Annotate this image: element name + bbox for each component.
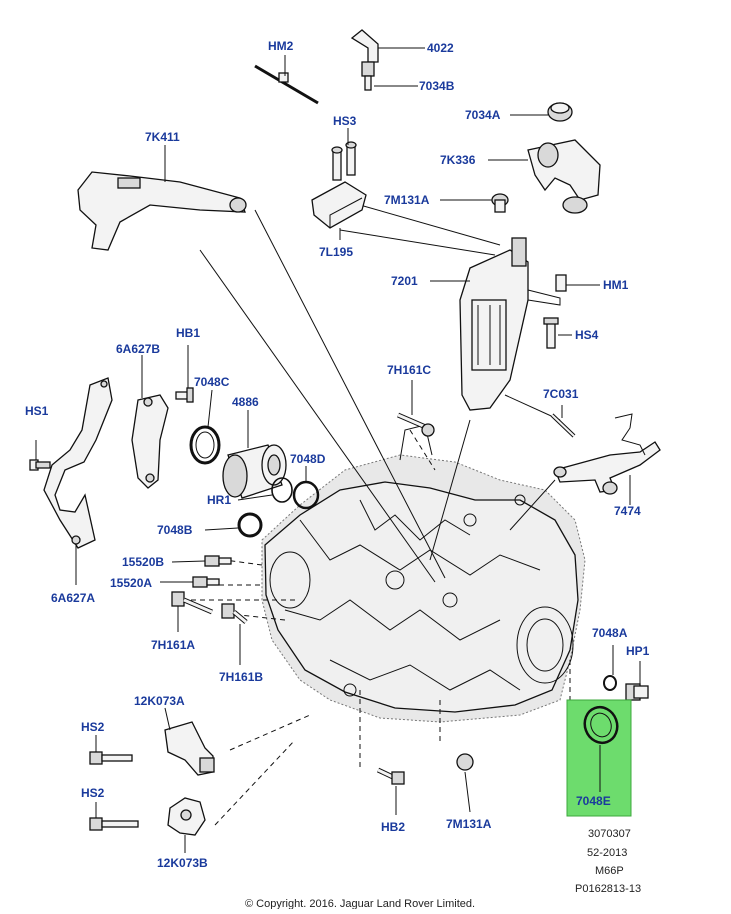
stud-7m131a-top <box>440 193 509 213</box>
label-hp1[interactable]: HP1 <box>626 644 650 658</box>
seal-7048c <box>189 389 221 465</box>
label-7048e[interactable]: 7048E <box>576 794 611 808</box>
part-labels: HM2 4022 7034B 7034A HS3 7K411 7K336 7M1… <box>25 39 650 870</box>
ring-hr1 <box>237 477 293 503</box>
sensor-12k073a <box>164 707 215 776</box>
shift-fork-7k411 <box>77 145 247 251</box>
reference-line-1: 3070307 <box>588 828 631 840</box>
reference-line-3: M66P <box>595 865 624 877</box>
bolt-hs4 <box>543 317 572 349</box>
leader-lines <box>35 204 571 826</box>
bolt-7h161a <box>171 591 213 632</box>
selector-knob-7034a <box>510 102 573 122</box>
stud-7m131a-bottom <box>456 753 474 813</box>
bracket-6a627a <box>43 377 113 549</box>
gear-selector-housing-7201 <box>430 237 561 411</box>
label-hs2-top[interactable]: HS2 <box>81 720 105 734</box>
bracket-6a627b <box>131 355 169 489</box>
label-7048b[interactable]: 7048B <box>157 523 193 537</box>
shift-lever-7474 <box>553 413 661 505</box>
label-7034b[interactable]: 7034B <box>419 79 455 93</box>
label-7048c[interactable]: 7048C <box>194 375 230 389</box>
label-7h161b[interactable]: 7H161B <box>219 670 263 684</box>
copyright-notice: © Copyright. 2016. Jaguar Land Rover Lim… <box>245 898 475 909</box>
label-7k411[interactable]: 7K411 <box>145 130 180 144</box>
label-hb1[interactable]: HB1 <box>176 326 200 340</box>
sensor-15520b <box>171 555 232 567</box>
sensor-12k073b <box>167 797 206 853</box>
label-7h161a[interactable]: 7H161A <box>151 638 195 652</box>
label-hs1[interactable]: HS1 <box>25 404 49 418</box>
plug-hp1 <box>625 661 649 701</box>
label-7474[interactable]: 7474 <box>614 504 641 518</box>
label-hs2-bottom[interactable]: HS2 <box>81 786 105 800</box>
label-hm2[interactable]: HM2 <box>268 39 294 53</box>
label-7048d[interactable]: 7048D <box>290 452 326 466</box>
bearing-4886 <box>222 410 287 499</box>
bolt-hs2-bottom <box>89 802 139 831</box>
label-15520a[interactable]: 15520A <box>110 576 152 590</box>
sensor-15520a <box>160 576 220 588</box>
label-hs4[interactable]: HS4 <box>575 328 599 342</box>
label-hr1[interactable]: HR1 <box>207 493 231 507</box>
bolt-hs2-top <box>89 735 133 765</box>
bolt-hb2 <box>376 767 405 815</box>
seal-7048e <box>583 705 619 792</box>
label-7l195[interactable]: 7L195 <box>319 245 353 259</box>
breather-tube-4022 <box>350 29 425 91</box>
label-7048a[interactable]: 7048A <box>592 626 628 640</box>
label-7k336[interactable]: 7K336 <box>440 153 476 167</box>
bolt-7h161b <box>221 603 248 665</box>
label-7c031[interactable]: 7C031 <box>543 387 579 401</box>
label-4886[interactable]: 4886 <box>232 395 259 409</box>
label-12k073b[interactable]: 12K073B <box>157 856 208 870</box>
label-hb2[interactable]: HB2 <box>381 820 405 834</box>
pin-hm1 <box>555 274 600 292</box>
label-4022[interactable]: 4022 <box>427 41 454 55</box>
bolt-7h161c <box>397 380 435 437</box>
label-7m131a-bottom[interactable]: 7M131A <box>446 817 492 831</box>
label-7m131a-top[interactable]: 7M131A <box>384 193 430 207</box>
reference-line-4: P0162813-13 <box>575 883 641 895</box>
label-hs3[interactable]: HS3 <box>333 114 357 128</box>
transmission-case <box>261 424 586 723</box>
label-7034a[interactable]: 7034A <box>465 108 501 122</box>
reference-block: 3070307 52-2013 M66P P0162813-13 <box>575 828 641 895</box>
bolt-hb1 <box>175 345 194 403</box>
label-hm1[interactable]: HM1 <box>603 278 629 292</box>
label-15520b[interactable]: 15520B <box>122 555 164 569</box>
shift-bracket-7k336 <box>488 139 601 214</box>
label-6a627b[interactable]: 6A627B <box>116 342 160 356</box>
label-12k073a[interactable]: 12K073A <box>134 694 185 708</box>
ring-7048d <box>292 466 320 510</box>
label-7201[interactable]: 7201 <box>391 274 418 288</box>
position-sensor-7l195 <box>311 181 367 240</box>
bolt-hs1 <box>29 459 51 471</box>
washer-7048a <box>603 645 617 691</box>
cable-tie-hm2 <box>254 55 319 105</box>
label-6a627a[interactable]: 6A627A <box>51 591 95 605</box>
label-7h161c[interactable]: 7H161C <box>387 363 431 377</box>
bolts-hs3 <box>331 128 357 181</box>
pin-7c031 <box>550 405 576 438</box>
ring-7048b <box>204 512 263 538</box>
reference-line-2: 52-2013 <box>587 847 627 859</box>
highlight-box-7048e <box>566 699 632 817</box>
